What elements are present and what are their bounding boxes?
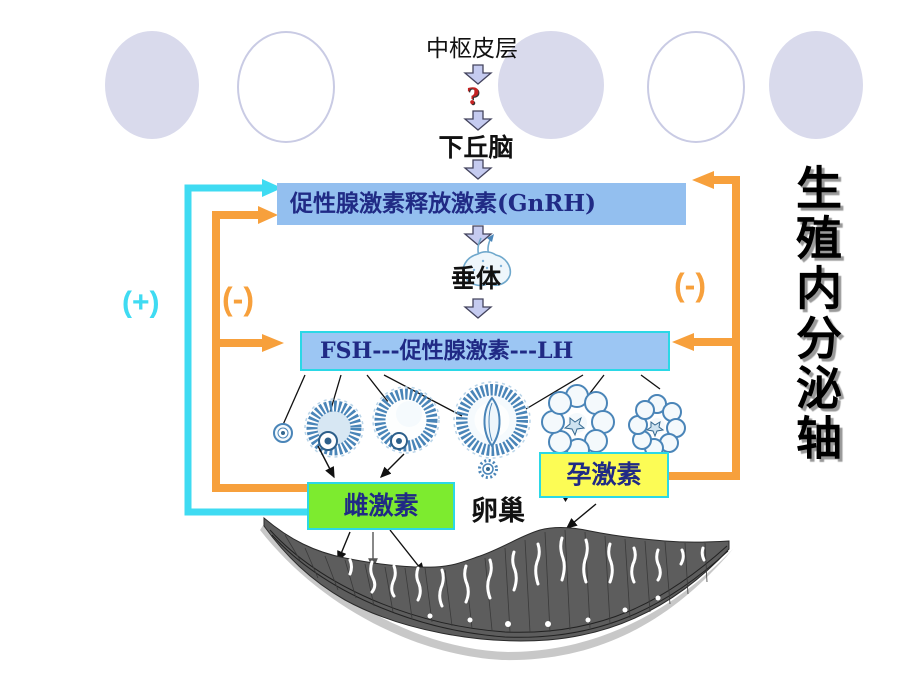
follicle-graafian-icon — [453, 381, 531, 459]
decorative-circle — [647, 31, 745, 143]
endometrium-illustration — [260, 516, 733, 661]
negative-feedback-right-label: (-) — [674, 267, 706, 303]
decorative-circle — [237, 31, 335, 143]
positive-feedback-label: (+) — [122, 286, 160, 319]
corpus-luteum-icon — [541, 384, 615, 462]
cortex-label: 中枢皮层 — [426, 36, 518, 62]
follicle-antral-icon — [372, 386, 440, 454]
decorative-circle — [498, 31, 604, 139]
block-down-arrow-icon — [463, 64, 493, 319]
decorative-circle — [105, 31, 199, 139]
negative-feedback-arrow-left — [212, 206, 308, 492]
hypothalamus-label: 下丘脑 — [438, 133, 514, 162]
decorative-circle — [769, 31, 863, 139]
ovum-icon — [478, 459, 498, 479]
gnrh-box: 促性腺激素释放激素(GnRH) — [277, 183, 686, 225]
progesterone-box: 孕激素 — [539, 452, 669, 498]
slide-title-vertical: 生殖内分泌轴 — [789, 164, 843, 464]
estrogen-box: 雌激素 — [307, 482, 455, 530]
question-mark-label: ? — [466, 84, 480, 110]
pituitary-gland-icon — [462, 234, 512, 287]
ovary-label: 卵巢 — [471, 496, 525, 527]
corpus-luteum-late-icon — [628, 394, 686, 458]
negative-feedback-arrow-right — [667, 171, 740, 480]
pituitary-label: 垂体 — [450, 264, 501, 293]
follicle-primordial-icon — [273, 423, 293, 443]
fsh-lh-box: FSH---促性腺激素---LH — [300, 331, 670, 371]
positive-feedback-arrow — [184, 179, 308, 516]
follicle-primary-icon — [304, 398, 364, 458]
negative-feedback-left-label: (-) — [222, 281, 254, 317]
